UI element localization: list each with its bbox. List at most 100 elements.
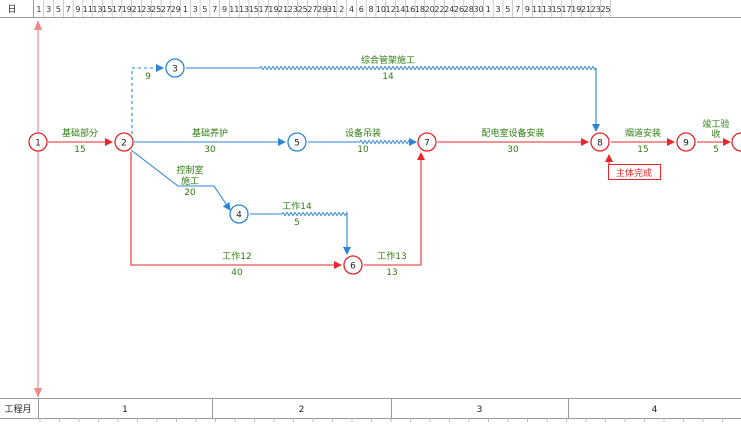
node-10 xyxy=(731,132,741,152)
day-tick-label: 7 xyxy=(212,5,217,14)
day-tick-label: 1 xyxy=(486,5,491,14)
day-tick-label: 9 xyxy=(525,5,530,14)
month-name: 4 xyxy=(652,405,658,415)
activity-duration-a38: 14 xyxy=(382,72,394,82)
day-tick-label: 25 xyxy=(151,5,161,14)
activity-name-a78: 配电室设备安装 xyxy=(481,127,544,139)
activity-duration-a910: 5 xyxy=(713,145,719,155)
day-tick-label: 3 xyxy=(193,5,198,14)
day-tick-label: 21 xyxy=(131,5,141,14)
node-label-3: 3 xyxy=(172,65,178,75)
day-tick-label: 5 xyxy=(202,5,207,14)
day-tick-label: 13 xyxy=(92,5,102,14)
activity-name-a24-line1: 控制室 xyxy=(176,164,203,176)
day-tick-label: 10 xyxy=(376,5,386,14)
node-label-4: 4 xyxy=(236,211,242,221)
day-tick-label: 18 xyxy=(415,5,425,14)
node-label-7: 7 xyxy=(424,139,430,149)
activity-duration-a12: 15 xyxy=(74,145,85,155)
day-tick-label: 16 xyxy=(405,5,415,14)
node-2 xyxy=(114,132,134,152)
activity-duration-a89: 15 xyxy=(637,145,648,155)
node-label-2: 2 xyxy=(121,139,127,149)
activity-name-a89: 烟道安装 xyxy=(625,127,661,139)
day-tick-label: 4 xyxy=(349,5,354,14)
day-tick-label: 29 xyxy=(171,5,181,14)
day-tick-label: 11 xyxy=(229,5,239,14)
activity-name-a25: 基础养护 xyxy=(192,127,228,139)
activity-duration-a67: 13 xyxy=(386,268,397,278)
activity-name-a24-line2: 施工 xyxy=(181,175,199,187)
day-tick-label: 21 xyxy=(278,5,288,14)
day-tick-label: 2 xyxy=(339,5,344,14)
day-tick-label: 19 xyxy=(268,5,278,14)
day-tick-label: 24 xyxy=(444,5,454,14)
month-name: 1 xyxy=(122,405,128,415)
day-tick-label: 1 xyxy=(36,5,41,14)
axis-bottom-arrow xyxy=(34,388,42,398)
day-tick-label: 26 xyxy=(454,5,464,14)
edge-5-7-free-float xyxy=(359,139,415,145)
month-label: 工程月 xyxy=(4,404,31,415)
axis-top-arrow xyxy=(34,20,42,30)
day-tick-label: 11 xyxy=(532,5,542,14)
node-1 xyxy=(28,132,48,152)
node-6 xyxy=(343,255,363,275)
day-tick-label: 27 xyxy=(161,5,171,14)
day-tick-label: 15 xyxy=(552,5,562,14)
activity-name-a46: 工作14 xyxy=(282,200,312,212)
activity-name-a38: 综合管架施工 xyxy=(361,54,415,66)
activity-duration-a57: 10 xyxy=(357,145,369,155)
edge-2-4 xyxy=(130,149,231,211)
node-7 xyxy=(417,132,437,152)
day-tick-label: 17 xyxy=(561,5,571,14)
milestone-label: 主体完成 xyxy=(616,167,652,179)
activity-duration-a24: 20 xyxy=(184,188,196,198)
node-label-6: 6 xyxy=(350,262,356,272)
day-tick-label: 22 xyxy=(434,5,444,14)
day-tick-label: 20 xyxy=(425,5,435,14)
node-label-9: 9 xyxy=(683,139,689,149)
day-label: 日 xyxy=(7,4,16,15)
node-4 xyxy=(229,204,249,224)
day-tick-label: 13 xyxy=(542,5,552,14)
day-tick-label: 25 xyxy=(600,5,610,14)
node-9 xyxy=(676,132,696,152)
day-tick-label: 9 xyxy=(222,5,227,14)
activity-name-a12: 基础部分 xyxy=(62,127,98,139)
day-tick-label: 7 xyxy=(66,5,71,14)
activity-name-a57: 设备吊装 xyxy=(345,127,381,139)
day-tick-label: 23 xyxy=(141,5,151,14)
day-tick-label: 11 xyxy=(83,5,93,14)
day-tick-label: 5 xyxy=(56,5,61,14)
activity-duration-a26: 40 xyxy=(231,268,243,278)
edge-6-7 xyxy=(364,152,425,266)
day-tick-label: 14 xyxy=(395,5,405,14)
day-tick-label: 30 xyxy=(473,5,483,14)
edge-2-6 xyxy=(130,152,342,269)
activity-name-a910-line1: 竣工验 xyxy=(702,118,729,130)
edge-2-3-dummy xyxy=(131,64,164,134)
activity-name-a26: 工作12 xyxy=(222,250,251,262)
activity-name-a67: 工作13 xyxy=(377,250,406,262)
activity-name-a910-line2: 收 xyxy=(711,128,720,140)
edge-3-8-free-float xyxy=(259,65,597,71)
node-3 xyxy=(165,58,185,78)
day-tick-label: 8 xyxy=(369,5,374,14)
day-tick-label: 28 xyxy=(464,5,474,14)
activity-duration-a78: 30 xyxy=(507,145,519,155)
activity-duration-a25: 30 xyxy=(204,145,216,155)
day-tick-label: 31 xyxy=(327,5,337,14)
day-tick-label: 21 xyxy=(581,5,591,14)
node-label-1: 1 xyxy=(35,139,41,149)
day-tick-label: 9 xyxy=(75,5,80,14)
day-tick-label: 3 xyxy=(496,5,501,14)
day-tick-label: 12 xyxy=(386,5,396,14)
node-5 xyxy=(287,132,307,152)
day-tick-label: 23 xyxy=(591,5,601,14)
activity-duration-a46: 5 xyxy=(294,218,300,228)
day-tick-label: 23 xyxy=(288,5,298,14)
day-tick-label: 19 xyxy=(122,5,132,14)
